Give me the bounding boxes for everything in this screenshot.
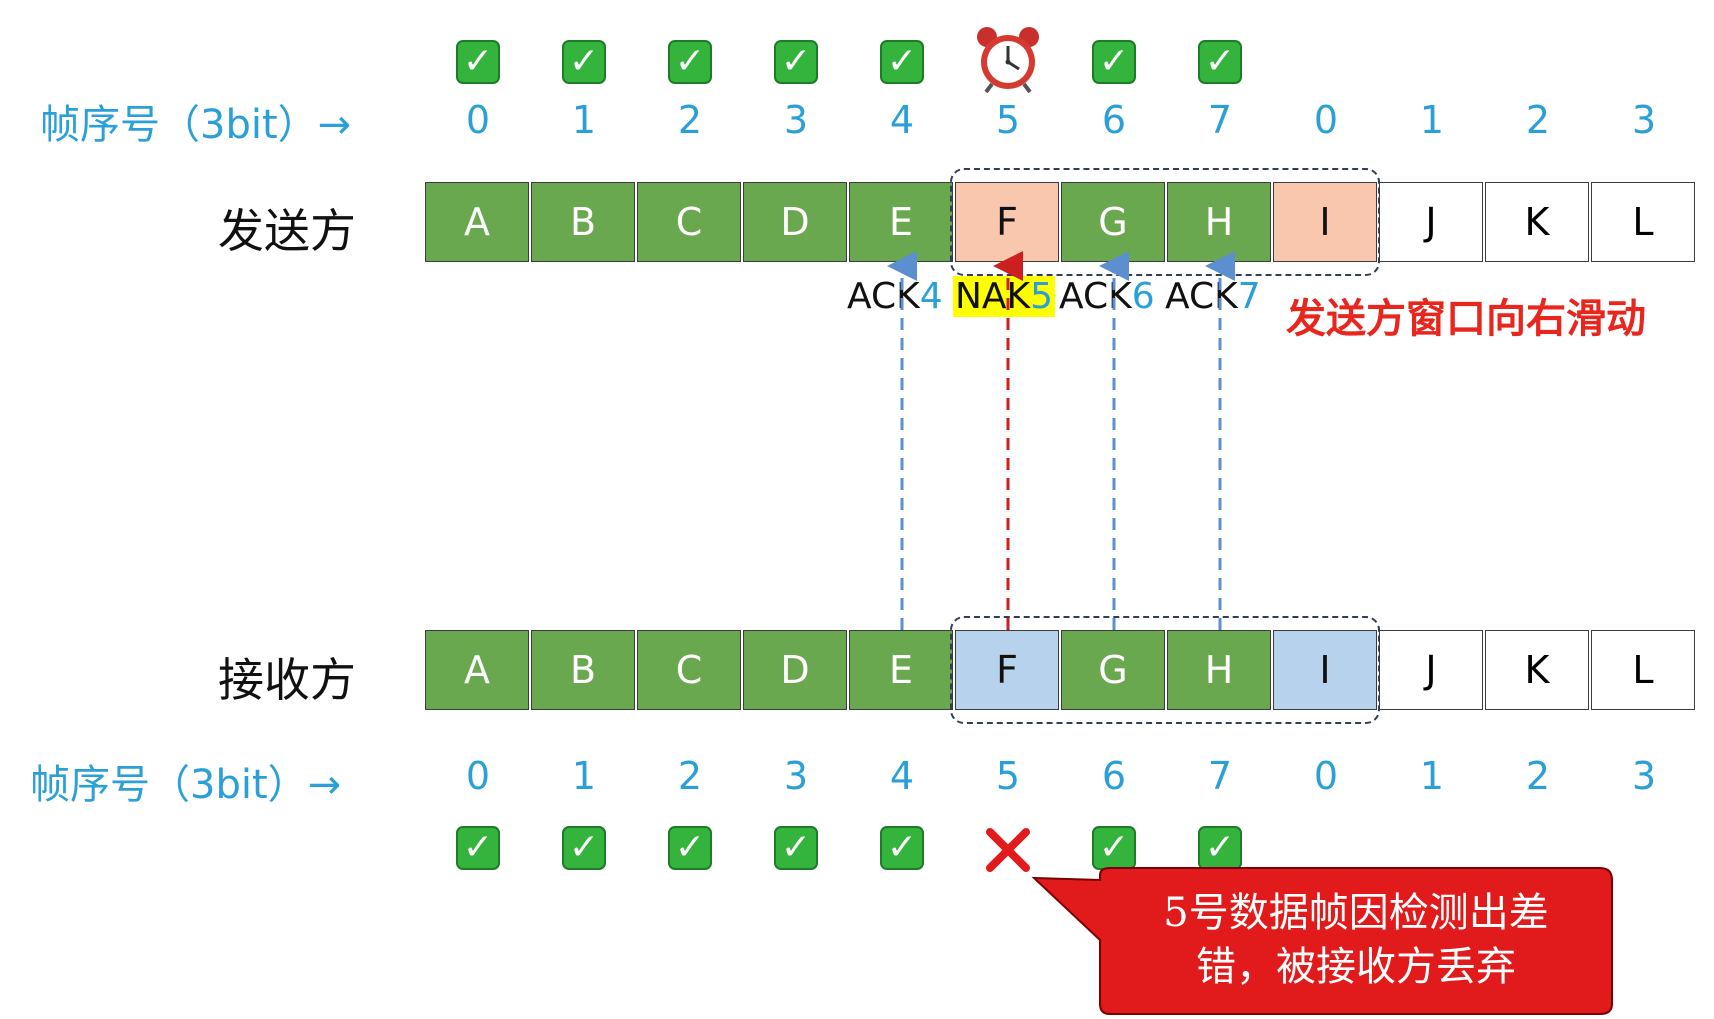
- sender-frame-a: A: [425, 182, 529, 262]
- sender-seq-label: 帧序号（3bit）→: [40, 102, 352, 148]
- receiver-seq-number: 3: [783, 754, 809, 798]
- receiver-frame-h: H: [1167, 630, 1271, 710]
- sender-seq-number: 7: [1207, 98, 1233, 142]
- check-icon: ✓: [774, 40, 818, 84]
- receiver-frame-k: K: [1485, 630, 1589, 710]
- sender-frame-f: F: [955, 182, 1059, 262]
- receiver-seq-number: 6: [1101, 754, 1127, 798]
- error-callout-line1: 5号数据帧因检测出差: [1163, 890, 1549, 936]
- sender-seq-number: 2: [677, 98, 703, 142]
- ack-label: ACK6: [1059, 276, 1155, 317]
- sender-seq-number: 4: [889, 98, 915, 142]
- sender-seq-number: 2: [1525, 98, 1551, 142]
- receiver-seq-number: 4: [889, 754, 915, 798]
- check-icon: ✓: [1198, 40, 1242, 84]
- check-icon: ✓: [562, 826, 606, 870]
- sender-frame-b: B: [531, 182, 635, 262]
- receiver-seq-number: 0: [465, 754, 491, 798]
- cross-icon: [984, 826, 1032, 874]
- check-icon: ✓: [668, 826, 712, 870]
- sender-frame-d: D: [743, 182, 847, 262]
- receiver-seq-number: 2: [677, 754, 703, 798]
- ack-prefix: NAK: [955, 276, 1031, 317]
- receiver-seq-number: 7: [1207, 754, 1233, 798]
- receiver-label: 接收方: [218, 653, 356, 707]
- check-icon: ✓: [456, 826, 500, 870]
- receiver-frame-g: G: [1061, 630, 1165, 710]
- ack-number: 5: [1030, 276, 1054, 317]
- sender-seq-number: 1: [571, 98, 597, 142]
- receiver-seq-number: 3: [1631, 754, 1657, 798]
- slide-note: 发送方窗口向右滑动: [1286, 296, 1646, 342]
- receiver-frame-d: D: [743, 630, 847, 710]
- sender-frame-g: G: [1061, 182, 1165, 262]
- check-icon: ✓: [456, 40, 500, 84]
- ack-number: 4: [919, 276, 943, 317]
- sender-frame-i: I: [1273, 182, 1377, 262]
- receiver-frame-a: A: [425, 630, 529, 710]
- ack-prefix: ACK: [1165, 276, 1238, 317]
- check-icon: ✓: [562, 40, 606, 84]
- sender-seq-number: 3: [1631, 98, 1657, 142]
- nak-label: NAK5: [953, 276, 1056, 317]
- check-icon: ✓: [774, 826, 818, 870]
- receiver-frame-i: I: [1273, 630, 1377, 710]
- sender-frame-l: L: [1591, 182, 1695, 262]
- sender-seq-number: 0: [1313, 98, 1339, 142]
- check-icon: ✓: [1092, 40, 1136, 84]
- alarm-clock-icon: [972, 22, 1044, 94]
- receiver-seq-number: 1: [571, 754, 597, 798]
- receiver-window: [950, 616, 1380, 724]
- sender-seq-number: 1: [1419, 98, 1445, 142]
- sender-seq-number: 3: [783, 98, 809, 142]
- check-icon: ✓: [880, 40, 924, 84]
- sender-seq-number: 5: [995, 98, 1021, 142]
- receiver-frame-l: L: [1591, 630, 1695, 710]
- receiver-seq-label: 帧序号（3bit）→: [30, 762, 342, 808]
- sender-seq-number: 0: [465, 98, 491, 142]
- sender-frame-k: K: [1485, 182, 1589, 262]
- sender-frame-c: C: [637, 182, 741, 262]
- receiver-seq-number: 5: [995, 754, 1021, 798]
- check-icon: ✓: [668, 40, 712, 84]
- check-icon: ✓: [880, 826, 924, 870]
- receiver-frame-e: E: [849, 630, 953, 710]
- sender-seq-number: 6: [1101, 98, 1127, 142]
- ack-prefix: ACK: [847, 276, 920, 317]
- receiver-seq-number: 2: [1525, 754, 1551, 798]
- ack-label: ACK4: [847, 276, 943, 317]
- error-callout-line2: 错，被接收方丢弃: [1196, 944, 1516, 990]
- ack-prefix: ACK: [1059, 276, 1132, 317]
- receiver-frame-f: F: [955, 630, 1059, 710]
- receiver-seq-number: 1: [1419, 754, 1445, 798]
- receiver-frame-c: C: [637, 630, 741, 710]
- ack-label: ACK7: [1165, 276, 1261, 317]
- ack-number: 7: [1237, 276, 1261, 317]
- ack-number: 6: [1131, 276, 1155, 317]
- sender-frame-h: H: [1167, 182, 1271, 262]
- sender-frame-j: J: [1379, 182, 1483, 262]
- sender-frame-e: E: [849, 182, 953, 262]
- receiver-frame-b: B: [531, 630, 635, 710]
- receiver-frame-j: J: [1379, 630, 1483, 710]
- sender-window: [950, 168, 1380, 276]
- receiver-seq-number: 0: [1313, 754, 1339, 798]
- sender-label: 发送方: [218, 204, 356, 258]
